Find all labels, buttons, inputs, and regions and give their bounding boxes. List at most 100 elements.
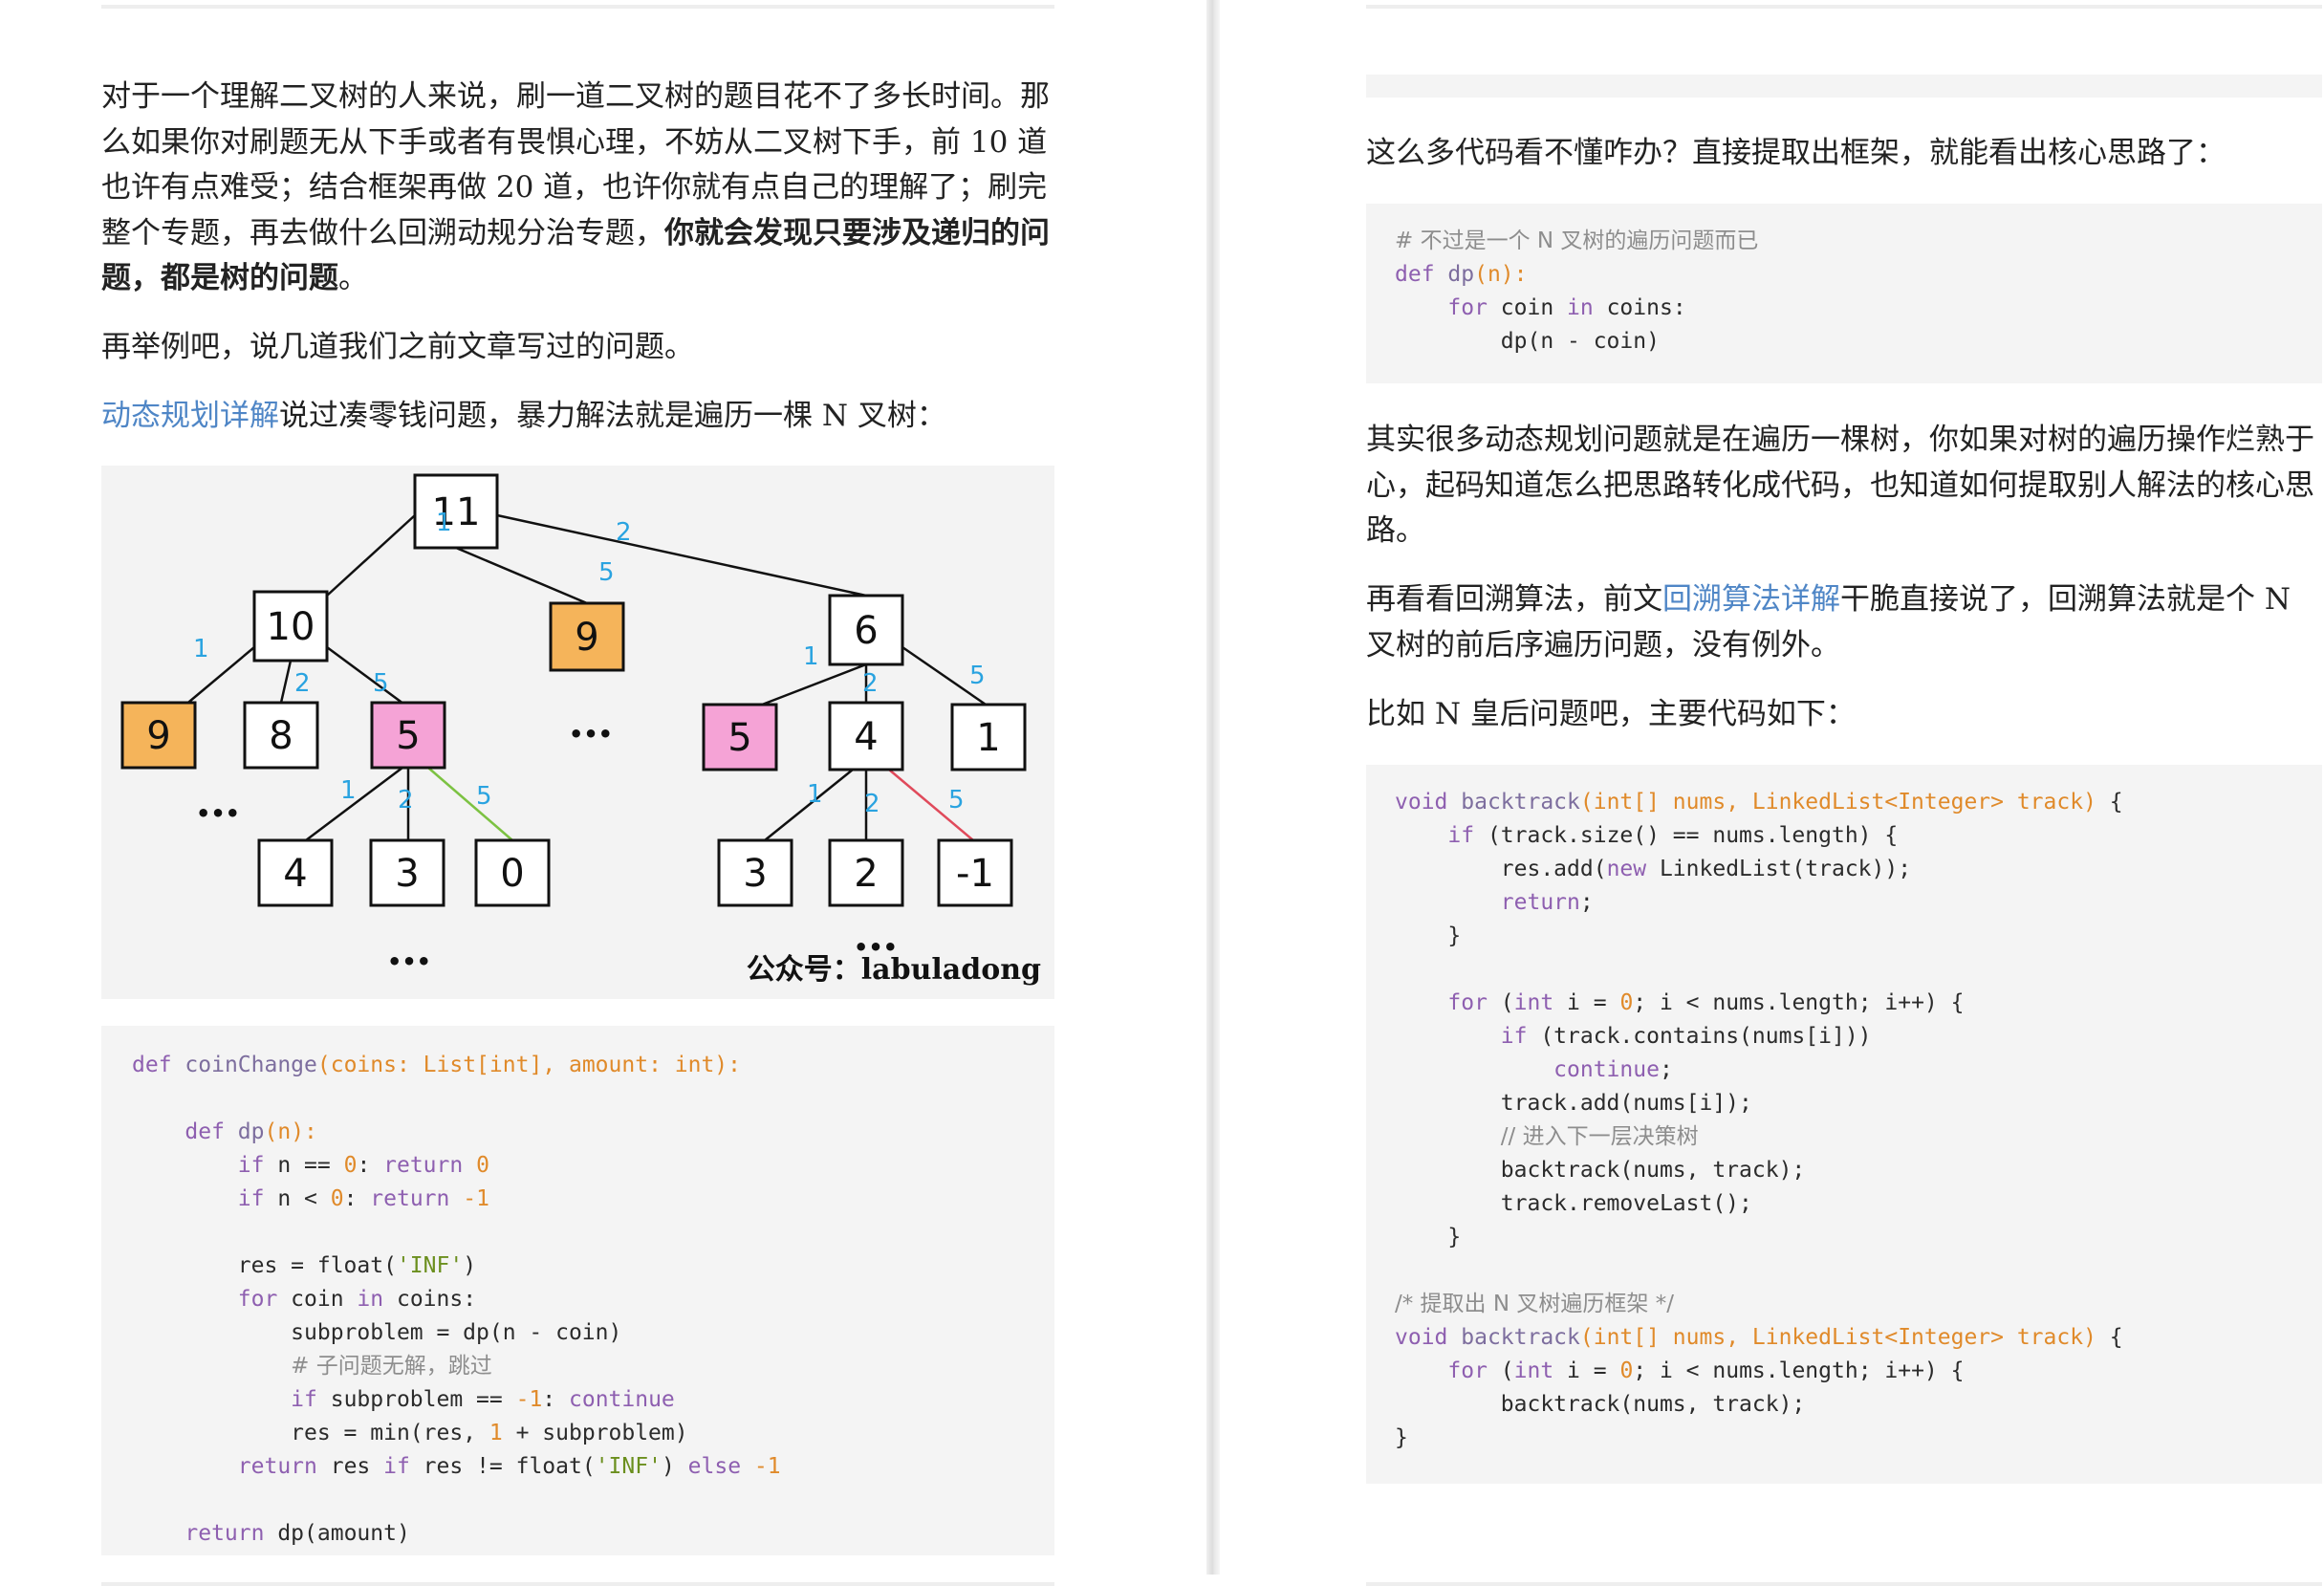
bottom-divider-right xyxy=(1366,1582,2322,1586)
code-line: dp(n - coin) xyxy=(1395,325,2322,358)
intro-text: 对于一个理解二叉树的人来说，刷一道二叉树的题目花不了多长时间。那么如果你对刷题无… xyxy=(101,79,1050,250)
code-token xyxy=(132,1387,291,1412)
code-line: return; xyxy=(1395,886,2322,920)
tree-node-label: 9 xyxy=(146,714,170,758)
code-line: for coin in coins: xyxy=(132,1283,1054,1316)
code-token: backtrack xyxy=(1461,1325,1580,1350)
code-token: (int[] nums, LinkedList<Integer> track) xyxy=(1579,1325,2096,1350)
tree-edge xyxy=(888,769,974,841)
code-token: return xyxy=(185,1521,265,1546)
tree-node: 9 xyxy=(120,701,197,770)
tree-node-label: 3 xyxy=(743,852,767,896)
code-token: ; xyxy=(1659,1057,1673,1082)
tree-node-label: 1 xyxy=(976,716,1000,760)
code-line: if subproblem == -1: continue xyxy=(132,1383,1054,1417)
tree-node-box xyxy=(120,701,197,770)
previous-code-block-end xyxy=(1366,75,2322,98)
tree-edge-label: 1 xyxy=(340,776,357,805)
code-line: /* 提取出 N 叉树遍历框架 */ xyxy=(1395,1288,2322,1321)
tree-node-label: -1 xyxy=(956,852,994,896)
tree-edge-label: 5 xyxy=(476,782,492,811)
code-line: } xyxy=(1395,920,2322,953)
code-token: (track.size() == nums.length) { xyxy=(1474,823,1899,848)
code-token: 'INF' xyxy=(396,1253,464,1278)
code-token: 0 xyxy=(330,1186,344,1211)
tree-node-label: 0 xyxy=(500,852,524,896)
code-token: // 进入下一层决策树 xyxy=(1500,1124,1699,1149)
tree-edge-label: 5 xyxy=(598,558,615,587)
code-token: track.add(nums[i]); xyxy=(1395,1091,1752,1116)
code-line: for (int i = 0; i < nums.length; i++) { xyxy=(1395,1355,2322,1388)
tree-node-box xyxy=(370,701,446,770)
code-token xyxy=(1395,1057,1553,1082)
tree-node-box xyxy=(702,703,778,771)
code-token: dp xyxy=(1447,262,1475,287)
code-token: -1 xyxy=(741,1454,781,1479)
code-token: if xyxy=(237,1153,265,1178)
tree-edge xyxy=(427,767,513,841)
dp-detail-link[interactable]: 动态规划详解 xyxy=(101,399,279,433)
code-token xyxy=(132,1454,238,1479)
code-token: ; i < nums.length; i++) { xyxy=(1633,1358,1965,1383)
code-token: def xyxy=(185,1119,225,1144)
tree-node-label: 3 xyxy=(395,852,419,896)
code-token: -1 xyxy=(449,1186,489,1211)
tree-edge xyxy=(305,767,403,841)
code-token xyxy=(1447,790,1461,815)
code-token: coin xyxy=(1487,295,1568,320)
code-token: } xyxy=(1395,923,1462,948)
tree-node-label: 4 xyxy=(283,852,307,896)
ellipsis-dots: ••• xyxy=(387,948,431,975)
code-line: if n < 0: return -1 xyxy=(132,1183,1054,1216)
code-token: -1 xyxy=(515,1387,543,1412)
code-token: int xyxy=(1513,1358,1554,1383)
code-token: (n): xyxy=(264,1119,317,1144)
code-token: void xyxy=(1395,790,1448,815)
top-divider-left xyxy=(101,5,1054,9)
tree-edge-label: 2 xyxy=(864,790,880,818)
code-token: coinChange xyxy=(185,1053,317,1077)
tree-node-label: 10 xyxy=(267,605,315,649)
code-token: backtrack(nums, track); xyxy=(1395,1392,1806,1417)
tree-edge xyxy=(455,546,588,605)
code-token: in xyxy=(1567,295,1594,320)
code-token: subproblem = dp(n - coin) xyxy=(132,1320,622,1345)
code-line: def dp(n): xyxy=(1395,258,2322,292)
code-token: continue xyxy=(569,1387,675,1412)
code-token: coins: xyxy=(383,1287,477,1312)
page-gutter xyxy=(1206,0,1220,1575)
tree-node: 2 xyxy=(828,838,904,907)
code-line: if (track.size() == nums.length) { xyxy=(1395,819,2322,853)
code-token xyxy=(132,1354,291,1379)
code-token: : xyxy=(357,1153,384,1178)
tree-node-box xyxy=(937,838,1013,907)
dp-tree-paragraph: 其实很多动态规划问题就是在遍历一棵树，你如果对树的遍历操作烂熟于心，起码知道怎么… xyxy=(1366,423,2314,548)
code-token xyxy=(1395,295,1447,320)
tree-node-label: 9 xyxy=(575,616,598,660)
tree-node-box xyxy=(950,703,1027,771)
code-token: /* 提取出 N 叉树遍历框架 */ xyxy=(1395,1292,1674,1316)
ellipsis-dots: ••• xyxy=(854,934,898,961)
code-token: ) xyxy=(463,1253,477,1278)
tree-node: 1 xyxy=(950,703,1027,771)
tree-node: 3 xyxy=(717,838,793,907)
code-token: void xyxy=(1395,1325,1448,1350)
code-token: ; xyxy=(1579,890,1594,915)
code-token: { xyxy=(2096,1325,2123,1350)
tree-node-box xyxy=(474,838,551,907)
code-token: int xyxy=(1513,990,1554,1015)
code-token: return xyxy=(383,1153,464,1178)
code-line: res = float('INF') xyxy=(132,1249,1054,1283)
code-line: res.add(new LinkedList(track)); xyxy=(1395,853,2322,886)
code-token: : xyxy=(343,1186,371,1211)
code-token xyxy=(463,1153,476,1178)
code-token: ; i < nums.length; i++) { xyxy=(1633,990,1965,1015)
code-token xyxy=(1435,262,1448,287)
tree-node: 9 xyxy=(549,601,625,672)
backtrack-detail-link[interactable]: 回溯算法详解 xyxy=(1662,582,1840,617)
backtrack-code-block: void backtrack(int[] nums, LinkedList<In… xyxy=(1366,765,2322,1484)
left-page: 对于一个理解二叉树的人来说，刷一道二叉树的题目花不了多长时间。那么如果你对刷题无… xyxy=(101,5,1054,1586)
code-line: return res if res != float('INF') else -… xyxy=(132,1450,1054,1484)
